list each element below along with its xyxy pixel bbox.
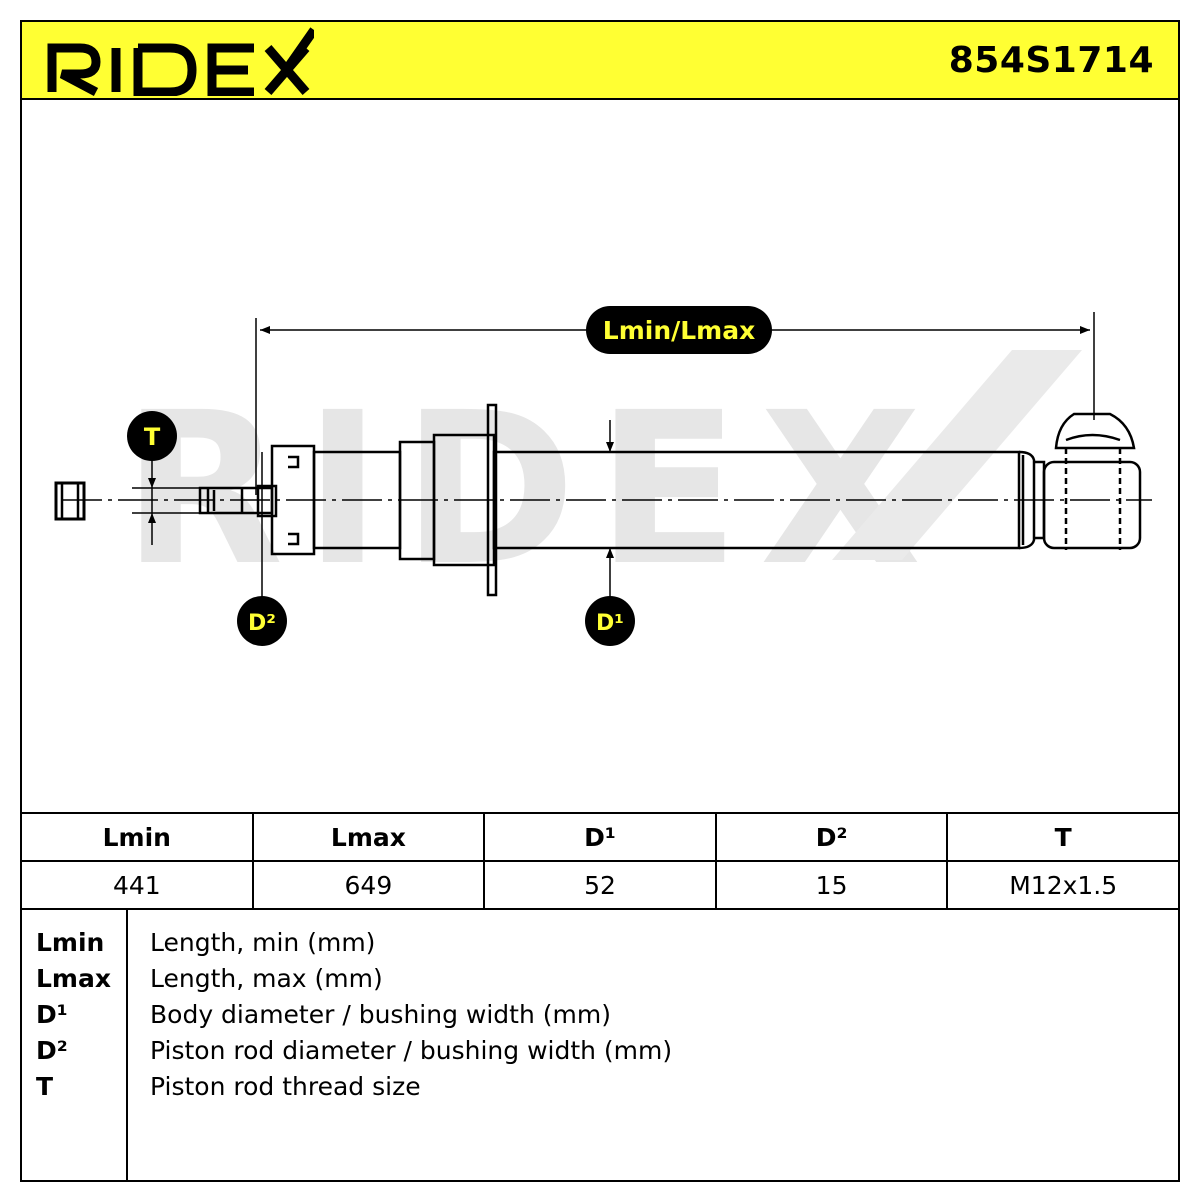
bottom-eye-top: [1054, 412, 1136, 450]
mount-flange: [486, 403, 498, 597]
legend-box: Lmin Length, min (mm) Lmax Length, max (…: [20, 910, 1180, 1182]
spec-header-d1: D¹: [483, 812, 717, 862]
spec-table: Lmin Lmax D¹ D² T 441 649 52 15 M12x1.5: [20, 812, 1180, 910]
legend-row: Lmax Length, max (mm): [22, 964, 1178, 1000]
thread-callout: T: [127, 411, 177, 461]
brand-logo: [47, 27, 314, 96]
legend-key: T: [36, 1072, 54, 1101]
spec-value-row: 441 649 52 15 M12x1.5: [20, 860, 1180, 910]
legend-desc: Piston rod thread size: [150, 1072, 421, 1101]
main-body: [492, 450, 1021, 550]
legend-key: Lmin: [36, 928, 105, 957]
length-callout: Lmin/Lmax: [586, 306, 772, 354]
legend-desc: Length, min (mm): [150, 928, 376, 957]
header-bar: 854S1714: [20, 20, 1180, 100]
spec-value-d1: 52: [483, 860, 717, 910]
legend-divider: [126, 910, 128, 1180]
bottom-eye-bushing: [1042, 460, 1142, 550]
watermark-slash: [832, 350, 1082, 560]
legend-key: D²: [36, 1036, 68, 1065]
svg-text:T: T: [144, 423, 161, 451]
legend-desc: Length, max (mm): [150, 964, 383, 993]
spec-value-lmin: 441: [20, 860, 254, 910]
spec-value-t: M12x1.5: [946, 860, 1180, 910]
legend-row: T Piston rod thread size: [22, 1072, 1178, 1108]
rod-diameter-callout: D²: [237, 596, 287, 646]
legend-desc: Body diameter / bushing width (mm): [150, 1000, 611, 1029]
spec-header-lmin: Lmin: [20, 812, 254, 862]
spec-value-lmax: 649: [251, 860, 486, 910]
svg-text:D¹: D¹: [596, 611, 624, 636]
svg-text:Lmin/Lmax: Lmin/Lmax: [603, 316, 755, 345]
shock-absorber-drawing: RIDEX: [54, 306, 1152, 646]
legend-key: Lmax: [36, 964, 111, 993]
spec-header-row: Lmin Lmax D¹ D² T: [20, 812, 1180, 862]
spec-header-d2: D²: [714, 812, 949, 862]
part-number: 854S1714: [948, 40, 1154, 81]
legend-row: Lmin Length, min (mm): [22, 928, 1178, 964]
spec-header-lmax: Lmax: [251, 812, 486, 862]
svg-text:D²: D²: [248, 611, 276, 636]
watermark-logo: RIDEX: [122, 367, 942, 612]
legend-key: D¹: [36, 1000, 68, 1029]
spec-header-t: T: [946, 812, 1180, 862]
nut-part: [54, 481, 86, 521]
legend-row: D¹ Body diameter / bushing width (mm): [22, 1000, 1178, 1036]
legend-desc: Piston rod diameter / bushing width (mm): [150, 1036, 673, 1065]
legend-row: D² Piston rod diameter / bushing width (…: [22, 1036, 1178, 1072]
body-diameter-callout: D¹: [585, 596, 635, 646]
spec-value-d2: 15: [714, 860, 949, 910]
